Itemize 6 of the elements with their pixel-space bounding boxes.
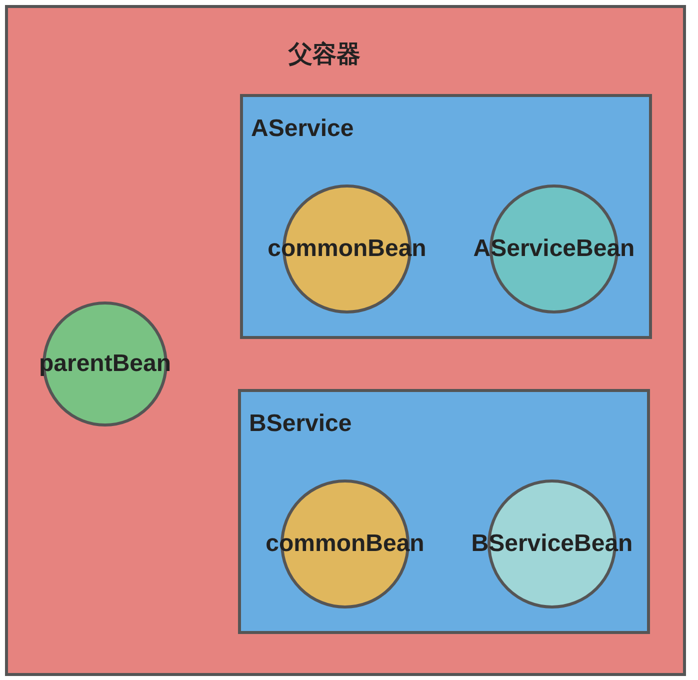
service-box xyxy=(238,389,650,634)
container-title: AService xyxy=(251,115,354,143)
container-title: BService xyxy=(249,410,352,438)
container-box xyxy=(5,5,686,676)
container-title: 父容器 xyxy=(287,40,362,70)
service-box xyxy=(240,94,652,339)
